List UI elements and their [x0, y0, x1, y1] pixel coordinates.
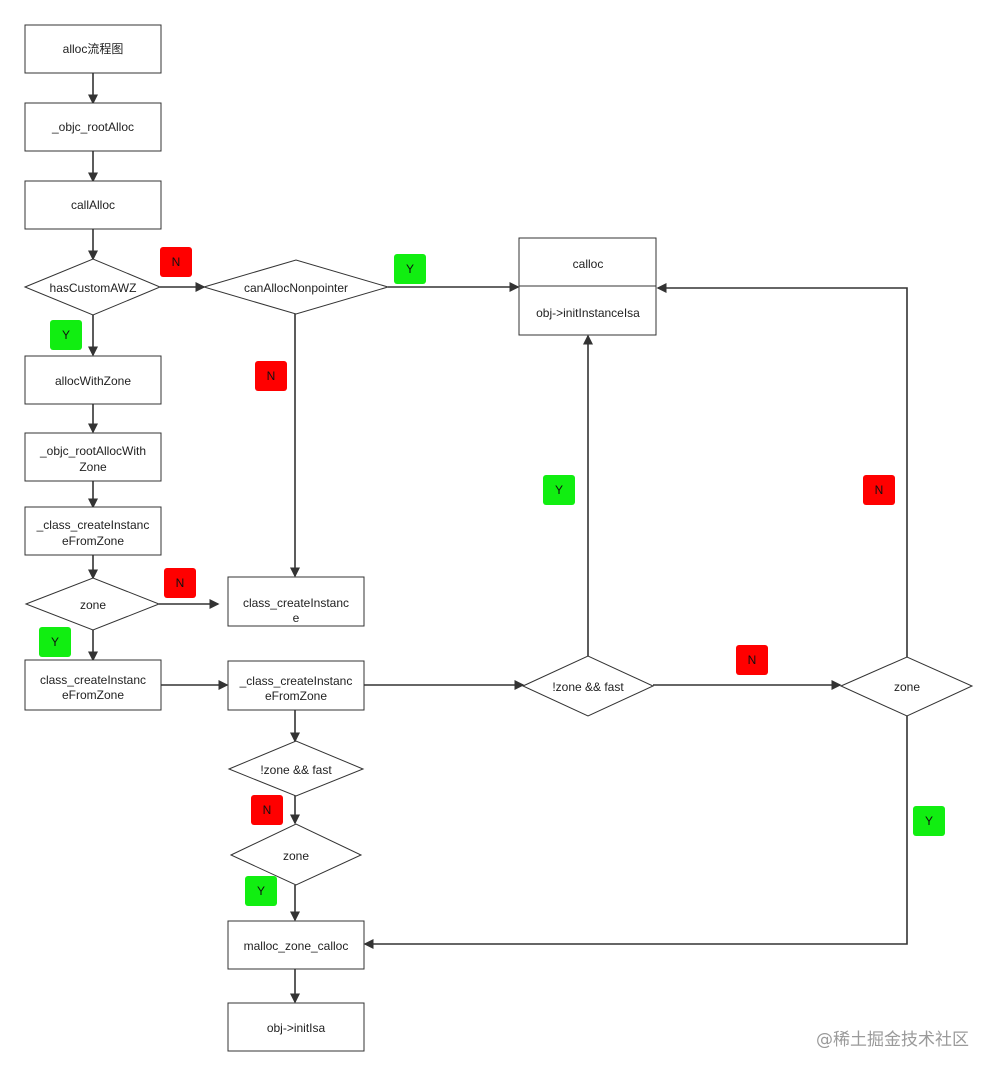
no-tag-label: N	[875, 483, 884, 497]
no-tag-label: N	[176, 576, 185, 590]
callalloc-label: callAlloc	[71, 198, 115, 212]
init-instance-isa-label: obj->initInstanceIsa	[536, 306, 640, 320]
class-createinstancefromzone-2-label-line-2: eFromZone	[62, 688, 124, 702]
callalloc-box: callAlloc	[24, 180, 162, 230]
zone-diamond-mid: zone	[229, 823, 363, 886]
objc-rootallocwithzone-label-line-2: Zone	[79, 460, 107, 474]
class-createinstancefromzone-box-1: _class_createInstanc eFromZone	[24, 506, 162, 556]
class-createinstancefromzone-box-3: _class_createInstanc eFromZone	[227, 660, 365, 711]
alloc-flow-title-box: alloc流程图	[24, 24, 162, 74]
zone-mid-label: zone	[283, 849, 309, 863]
zone-diamond-right: zone	[839, 656, 974, 717]
no-tag-canallocnonpointer: N	[255, 361, 287, 391]
edge-zone-right-to-malloc-zone-calloc	[363, 716, 908, 949]
yes-tag-notzone-fast-right: Y	[543, 475, 575, 505]
no-tag-label: N	[172, 255, 181, 269]
class-createinstance-box: class_createInstanc e	[227, 576, 365, 627]
class-createinstancefromzone-3-label-line-1: _class_createInstanc	[239, 674, 353, 688]
zone-right-label: zone	[894, 680, 920, 694]
objc-rootalloc-label: _objc_rootAlloc	[51, 120, 134, 134]
class-createinstancefromzone-box-2: class_createInstanc eFromZone	[24, 659, 162, 711]
no-tag-zone-right-up: N	[863, 475, 895, 505]
edge-zone-right-to-calloc	[656, 283, 908, 657]
yes-tag-label: Y	[555, 483, 563, 497]
zone-left-label: zone	[80, 598, 106, 612]
hascustomawz-label: hasCustomAWZ	[50, 281, 137, 295]
no-tag-notzone-fast-mid: N	[251, 795, 283, 825]
no-tag-label: N	[267, 369, 276, 383]
yes-tag-canallocnonpointer: Y	[394, 254, 426, 284]
yes-tag-zone-mid: Y	[245, 876, 277, 906]
yes-tag-zone-right-down: Y	[913, 806, 945, 836]
obj-initisa-box: obj->initIsa	[227, 1002, 365, 1052]
class-createinstancefromzone-2-label-line-1: class_createInstanc	[40, 673, 146, 687]
no-tag-zone-left: N	[164, 568, 196, 598]
malloc-zone-calloc-box: malloc_zone_calloc	[227, 920, 365, 970]
yes-tag-zone-left: Y	[39, 627, 71, 657]
class-createinstance-label-line-2: e	[293, 611, 300, 625]
watermark: @稀土掘金技术社区	[816, 1030, 969, 1050]
calloc-box: calloc obj->initInstanceIsa	[518, 237, 657, 336]
notzone-fast-mid-label: !zone && fast	[260, 763, 332, 777]
zone-diamond-left: zone	[24, 577, 161, 631]
allocwithzone-label: allocWithZone	[55, 374, 131, 388]
no-tag-notzone-fast-right: N	[736, 645, 768, 675]
no-tag-label: N	[748, 653, 757, 667]
notzone-fast-right-label: !zone && fast	[552, 680, 624, 694]
yes-tag-label: Y	[406, 262, 414, 276]
objc-rootalloc-box: _objc_rootAlloc	[24, 102, 162, 152]
hascustomawz-diamond: hasCustomAWZ	[23, 258, 162, 316]
notzone-fast-diamond-mid: !zone && fast	[227, 740, 365, 797]
class-createinstancefromzone-3-label-line-2: eFromZone	[265, 689, 327, 703]
objc-rootallocwithzone-box: _objc_rootAllocWith Zone	[24, 432, 162, 482]
class-createinstancefromzone-1-label-line-2: eFromZone	[62, 534, 124, 548]
class-createinstancefromzone-1-label-line-1: _class_createInstanc	[36, 518, 150, 532]
canallocnonpointer-label: canAllocNonpointer	[244, 281, 348, 295]
yes-tag-hascustomawz: Y	[50, 320, 82, 350]
yes-tag-label: Y	[925, 814, 933, 828]
yes-tag-label: Y	[62, 328, 70, 342]
allocwithzone-box: allocWithZone	[24, 355, 162, 405]
no-tag-label: N	[263, 803, 272, 817]
canallocnonpointer-diamond: canAllocNonpointer	[202, 259, 390, 315]
class-createinstance-label-line-1: class_createInstanc	[243, 596, 349, 610]
yes-tag-label: Y	[257, 884, 265, 898]
obj-initisa-label: obj->initIsa	[267, 1021, 326, 1035]
notzone-fast-diamond-right: !zone && fast	[521, 655, 655, 717]
objc-rootallocwithzone-label-line-1: _objc_rootAllocWith	[39, 444, 146, 458]
no-tag-hascustomawz: N	[160, 247, 192, 277]
malloc-zone-calloc-label: malloc_zone_calloc	[244, 939, 349, 953]
yes-tag-label: Y	[51, 635, 59, 649]
calloc-label: calloc	[573, 257, 604, 271]
alloc-flow-title-label: alloc流程图	[63, 41, 124, 56]
